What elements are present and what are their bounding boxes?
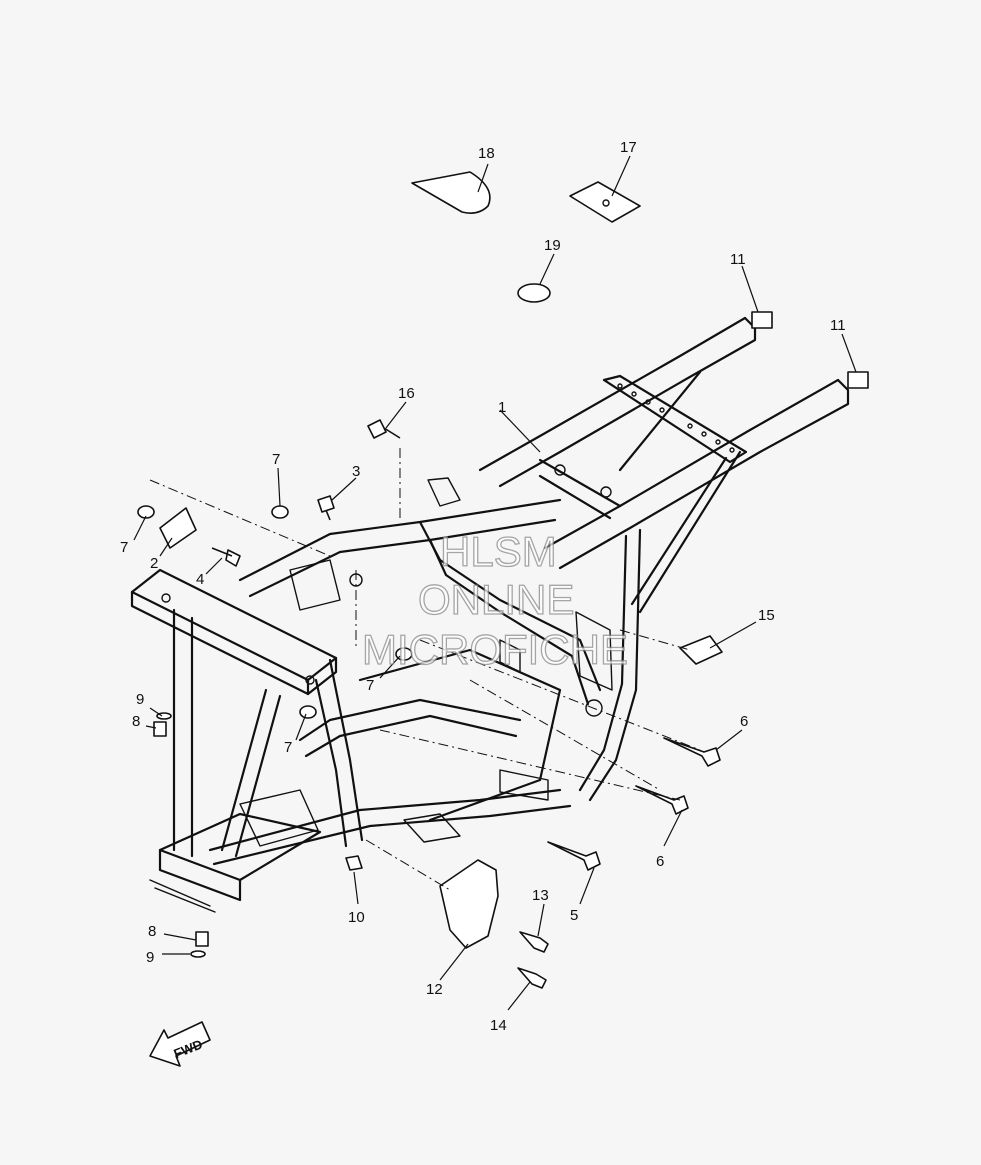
callout-13: 13: [532, 887, 549, 904]
bolt-part-13: [519, 931, 549, 953]
centerline-h: [619, 629, 691, 651]
leader-lines: [133, 155, 857, 1011]
bushing-part-8-lower: [195, 931, 209, 947]
callout-5: 5: [570, 907, 578, 924]
bushing-part-8-upper: [153, 721, 167, 737]
cap-part-11-left: [847, 371, 869, 389]
callout-1: 1: [498, 399, 506, 416]
callout-17: 17: [620, 139, 637, 156]
main-frame: [130, 316, 850, 913]
callout-9-upper: 9: [136, 691, 144, 708]
bracket-part-15: [679, 635, 723, 665]
callout-7-left: 7: [120, 539, 128, 556]
centerline-g: [365, 839, 451, 891]
collar-part-7-c: [395, 647, 413, 661]
centerline-f: [469, 679, 661, 791]
fwd-arrow-icon: [149, 1021, 211, 1067]
callout-16: 16: [398, 385, 415, 402]
collar-part-7-a: [137, 505, 155, 519]
callout-7-top: 7: [272, 451, 280, 468]
callout-6-lower: 6: [656, 853, 664, 870]
callout-7-center: 7: [366, 677, 374, 694]
label-part-17: [569, 181, 641, 223]
bracket-part-12: [439, 859, 499, 949]
callout-11-left: 11: [830, 317, 846, 334]
watermark-line-2: ONLINE: [418, 576, 574, 623]
callout-6-upper: 6: [740, 713, 748, 730]
callout-7-lower: 7: [284, 739, 292, 756]
bolt-part-4: [211, 547, 241, 567]
callout-10: 10: [348, 909, 365, 926]
centerline-a: [149, 479, 331, 557]
callout-15: 15: [758, 607, 775, 624]
watermark-line-3: MICROFICHE: [362, 626, 628, 673]
callout-14: 14: [490, 1017, 507, 1034]
label-part-19: [517, 283, 551, 303]
bolt-part-14: [517, 967, 547, 989]
bolt-part-16: [367, 419, 401, 439]
oring-part-9-lower: [190, 950, 206, 958]
callout-11-right: 11: [730, 251, 746, 268]
bolt-part-6-upper: [663, 737, 721, 767]
callout-18: 18: [478, 145, 495, 162]
watermark: HLSM ONLINE MICROFICHE: [361, 527, 628, 673]
watermark-line-1: HLSM: [440, 528, 557, 575]
bolt-part-6-lower: [635, 785, 689, 815]
bolt-part-3: [317, 495, 335, 521]
callout-12: 12: [426, 981, 443, 998]
callout-3: 3: [352, 463, 360, 480]
callout-2: 2: [150, 555, 158, 572]
callout-9-lower: 9: [146, 949, 154, 966]
callout-8-lower: 8: [148, 923, 156, 940]
callouts: 1 2 3 4 5 6 6 7 7 7 7 8 8 9 9 10 11 11 1…: [120, 139, 846, 1034]
cap-part-11-right: [751, 311, 773, 329]
callout-4: 4: [196, 571, 204, 588]
collar-part-7-b: [271, 505, 289, 519]
label-part-18: [411, 171, 491, 214]
bolt-part-10: [345, 855, 363, 871]
bracket-part-2: [159, 507, 197, 549]
forward-direction-indicator: FWD: [149, 1021, 211, 1067]
bolt-part-5: [547, 841, 601, 871]
callout-8-upper: 8: [132, 713, 140, 730]
collar-part-7-d: [299, 705, 317, 719]
label-17-hole: [602, 199, 610, 207]
callout-19: 19: [544, 237, 561, 254]
centerline-e: [379, 729, 681, 801]
